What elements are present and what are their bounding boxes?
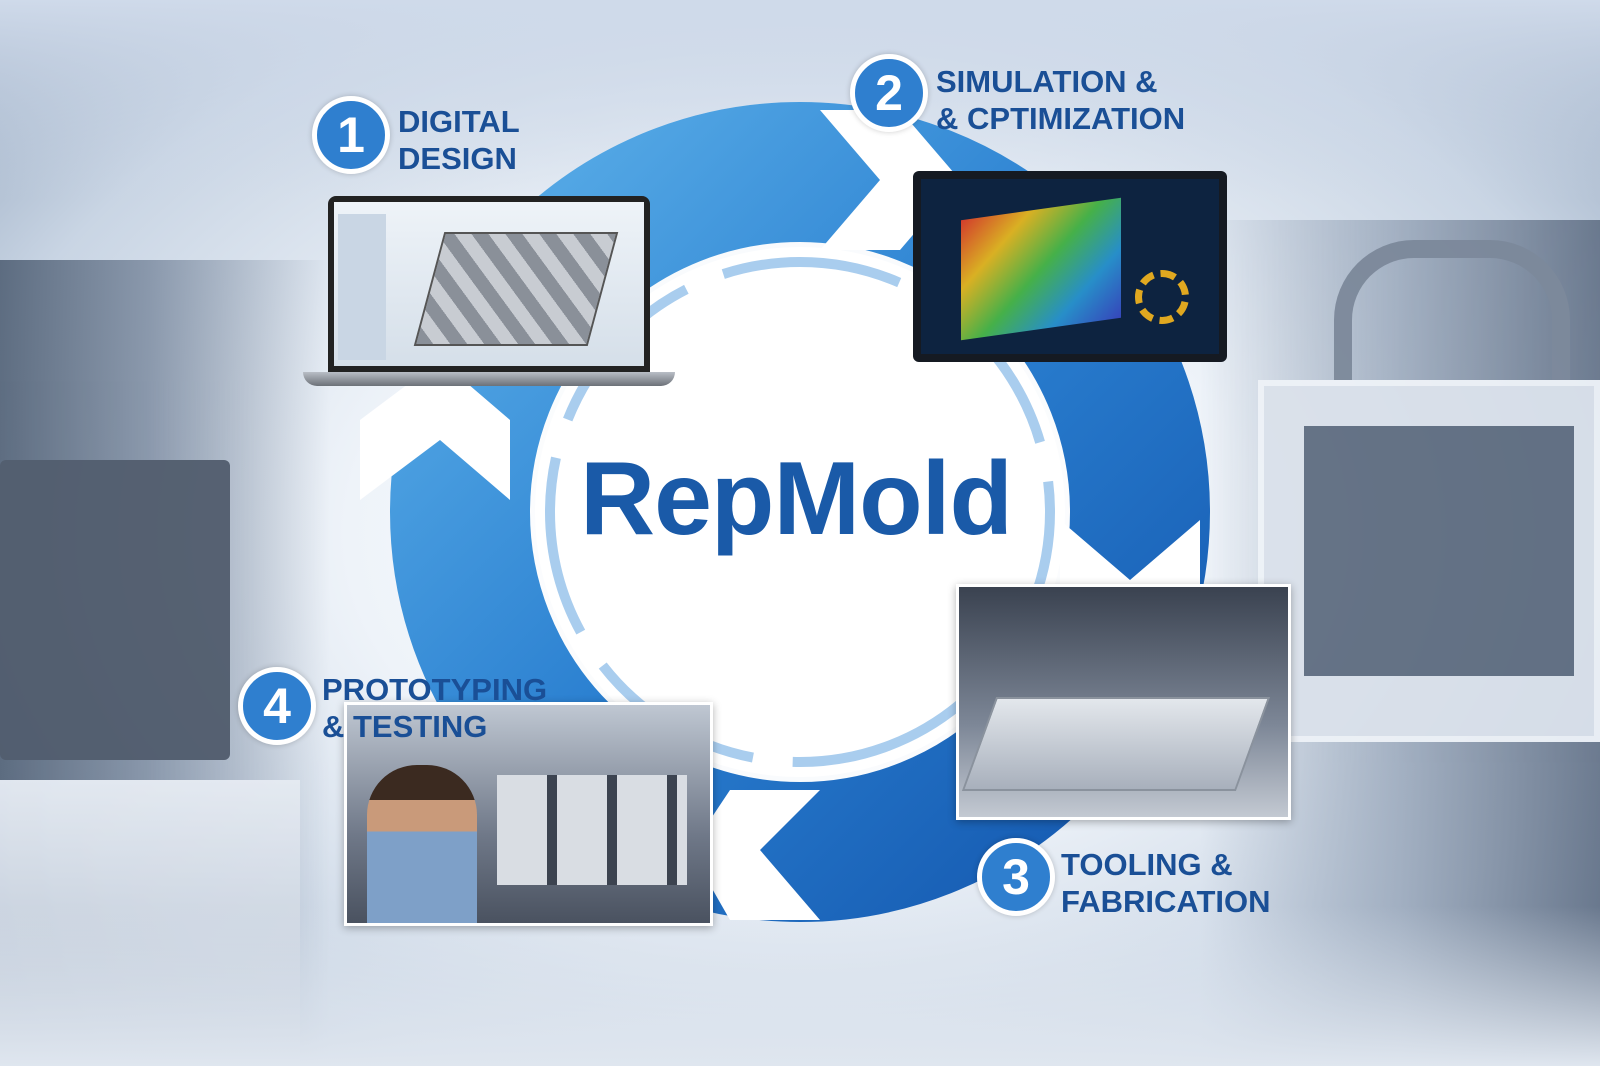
step-2-line1: SIMULATION & [936,64,1158,99]
gear-check-icon [1135,270,1189,324]
step-1-badge: 1 [312,96,390,174]
step-3-line1: TOOLING & [1061,847,1233,882]
monitor-simulation-screen [913,171,1227,362]
prototyping-photo [344,702,713,926]
step-3-line2: FABRICATION [1061,884,1271,919]
background-machine [0,460,230,760]
step-2-badge: 2 [850,54,928,132]
step-4-label: PROTOTYPING& TESTING [322,671,547,745]
chevron-left [360,360,510,500]
ring-arrows [390,102,1210,922]
step-1-line2: DESIGN [398,141,517,176]
background-enclosure [1258,380,1600,742]
brand-title: RepMold [579,441,1013,557]
tooling-photo [956,584,1291,820]
step-3-badge: 3 [977,838,1055,916]
simulation-heatmap-model [961,197,1121,341]
step-4-line2: & TESTING [322,709,488,744]
step-3-label: TOOLING &FABRICATION [1061,846,1271,920]
step-2-line2: & CPTIMIZATION [936,101,1186,136]
cad-mold-model [413,232,619,346]
inner-arrows [545,257,1055,767]
step-4-badge: 4 [238,667,316,745]
background-floor [0,906,1600,1066]
laptop-base [303,372,675,386]
step-1-line1: DIGITAL [398,104,520,139]
step-2-label: SIMULATION && CPTIMIZATION [936,63,1185,137]
chevron-bottom [690,790,820,920]
laptop-cad-screen [328,196,650,372]
step-4-line1: PROTOTYPING [322,672,548,707]
